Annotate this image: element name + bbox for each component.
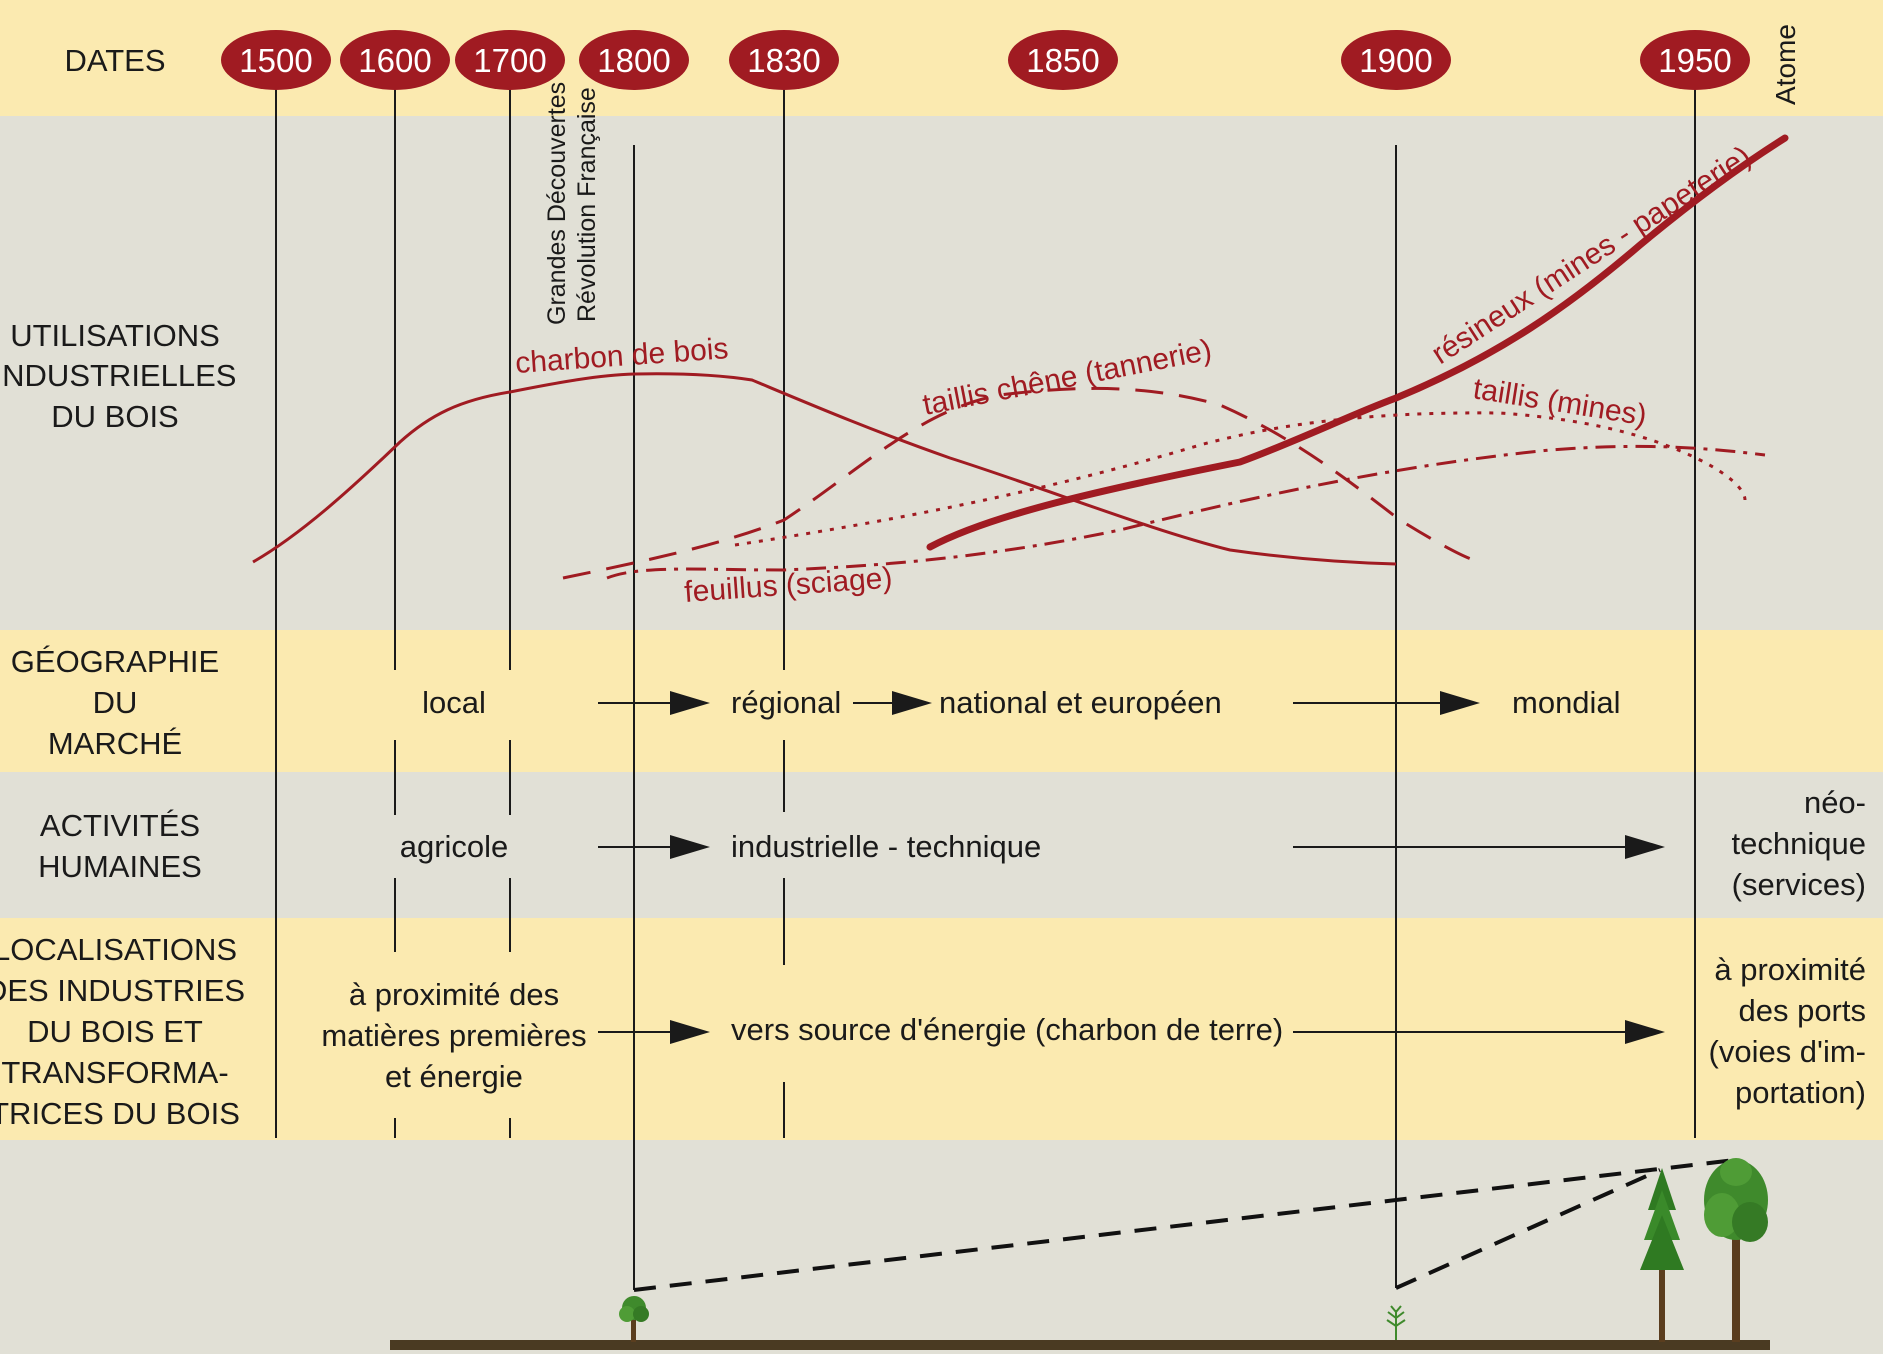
ground [390, 1340, 1770, 1350]
date-label-1850: 1850 [1026, 42, 1099, 79]
row-label-geographie-3: MARCHÉ [48, 726, 182, 761]
date-lines [275, 80, 1696, 1290]
date-label-1500: 1500 [239, 42, 312, 79]
geo-national: national et européen [939, 685, 1222, 720]
loc-energie: vers source d'énergie (charbon de terre) [731, 1012, 1283, 1047]
loc-ports-2: des ports [1738, 993, 1866, 1028]
curve-resineux [926, 134, 1789, 551]
row-label-localisations-1: LOCALISATIONS [0, 932, 237, 967]
curve-charbon-de-bois [252, 372, 1397, 566]
geo-regional: régional [731, 685, 841, 720]
deciduous-tree-icon [1704, 1158, 1768, 1342]
event-grandes-decouvertes: Grandes Découvertes [543, 82, 571, 325]
curve-feuillus [606, 444, 1766, 580]
date-label-1700: 1700 [473, 42, 546, 79]
row-label-utilisations-1: UTILISATIONS [10, 318, 220, 353]
conifer-tree-icon [1640, 1168, 1684, 1342]
act-neo-2: technique [1732, 826, 1866, 861]
loc-proximite-3: et énergie [385, 1059, 523, 1094]
sapling-icon [619, 1296, 649, 1342]
loc-ports-3: (voies d'im- [1709, 1034, 1867, 1069]
date-markers: 1500 1600 1700 1800 1830 1850 1900 1950 [221, 30, 1750, 90]
date-label-1950: 1950 [1658, 42, 1731, 79]
date-oval-1600 [340, 30, 450, 90]
act-neo-3: (services) [1732, 867, 1866, 902]
row-label-activites-1: ACTIVITÉS [40, 808, 200, 843]
usage-curves [252, 134, 1789, 580]
geo-mondial: mondial [1512, 685, 1621, 720]
date-label-1900: 1900 [1359, 42, 1432, 79]
row-label-utilisations-3: DU BOIS [51, 399, 178, 434]
date-oval-1950 [1640, 30, 1750, 90]
utilisations-band [0, 116, 1883, 630]
row-label-geographie-2: DU [93, 685, 138, 720]
date-oval-1850 [1008, 30, 1118, 90]
event-revolution-francaise: Révolution Française [573, 87, 601, 322]
date-label-1830: 1830 [747, 42, 820, 79]
act-neo-1: néo- [1804, 785, 1866, 820]
row-label-localisations-4: TRANSFORMA- [1, 1055, 228, 1090]
date-oval-1830 [729, 30, 839, 90]
row-label-geographie-1: GÉOGRAPHIE [11, 644, 219, 679]
act-agricole: agricole [400, 829, 509, 864]
act-industrielle: industrielle - technique [731, 829, 1041, 864]
row-label-dates: DATES [64, 43, 165, 78]
row-label-activites-2: HUMAINES [38, 849, 202, 884]
growth-lines [633, 1158, 1736, 1292]
curve-taillis-chene [562, 386, 1476, 580]
curve-taillis-mines [734, 411, 1747, 547]
geo-local: local [422, 685, 486, 720]
loc-ports-4: portation) [1735, 1075, 1866, 1110]
row-label-localisations-5: TRICES DU BOIS [0, 1096, 240, 1131]
date-oval-1800 [579, 30, 689, 90]
row-label-localisations-2: DES INDUSTRIES [0, 973, 245, 1008]
date-oval-1700 [455, 30, 565, 90]
activites-band [0, 772, 1883, 918]
loc-ports-1: à proximité [1714, 952, 1866, 987]
flow-arrows [598, 691, 1665, 1044]
loc-proximite-1: à proximité des [349, 977, 559, 1012]
date-label-1800: 1800 [597, 42, 670, 79]
seedling-icon [1386, 1305, 1406, 1340]
row-label-localisations-3: DU BOIS ET [27, 1014, 203, 1049]
date-label-1600: 1600 [358, 42, 431, 79]
growth-line-seedling [1395, 1168, 1661, 1290]
localisations-band [0, 918, 1883, 1140]
geographie-band [0, 630, 1883, 772]
date-oval-1900 [1341, 30, 1451, 90]
growth-line-sapling [633, 1158, 1736, 1292]
loc-proximite-2: matières premières [321, 1018, 586, 1053]
event-atome: Atome [1770, 24, 1801, 105]
date-oval-1500 [221, 30, 331, 90]
growth-band [0, 1140, 1883, 1354]
row-label-utilisations-2: INDUSTRIELLES [0, 358, 236, 393]
